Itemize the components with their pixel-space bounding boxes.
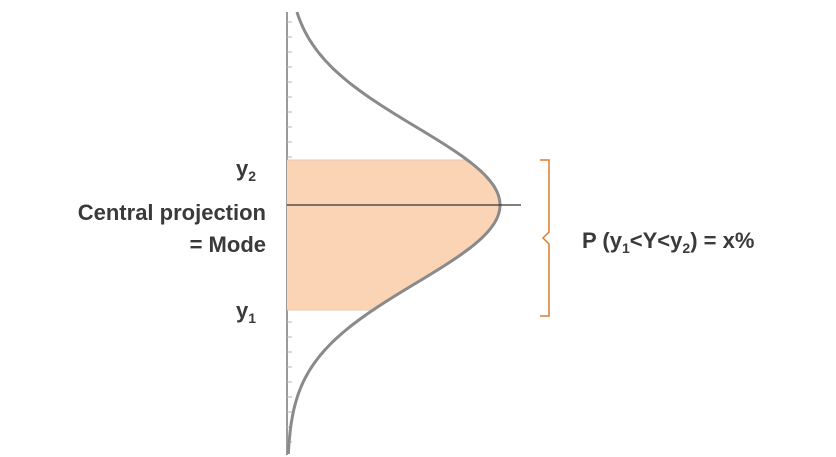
probability-lower-sub: 1: [621, 240, 630, 256]
density-curve: [286, 11, 502, 455]
probability-bracket: [540, 159, 550, 317]
probability-upper-sub: 2: [682, 240, 691, 256]
probability-operator: <Y<: [629, 228, 671, 253]
lower-bound-sub: 1: [248, 310, 257, 326]
upper-bound-var: y: [236, 156, 249, 181]
mode-label: = Mode: [189, 232, 266, 257]
probability-upper-var: y: [670, 228, 683, 253]
probability-lower-var: y: [609, 228, 622, 253]
lower-bound-var: y: [236, 298, 249, 323]
lower-bound-label: y1: [236, 298, 257, 326]
probability-label: P (y1<Y<y2) = x%: [582, 228, 755, 256]
probability-suffix: ) = x%: [690, 228, 755, 253]
central-projection-label: Central projection: [77, 200, 266, 225]
probability-prefix: P (: [582, 228, 610, 253]
upper-bound-sub: 2: [248, 168, 257, 184]
probability-shaded-region: [287, 160, 500, 310]
upper-bound-label: y2: [236, 156, 257, 184]
